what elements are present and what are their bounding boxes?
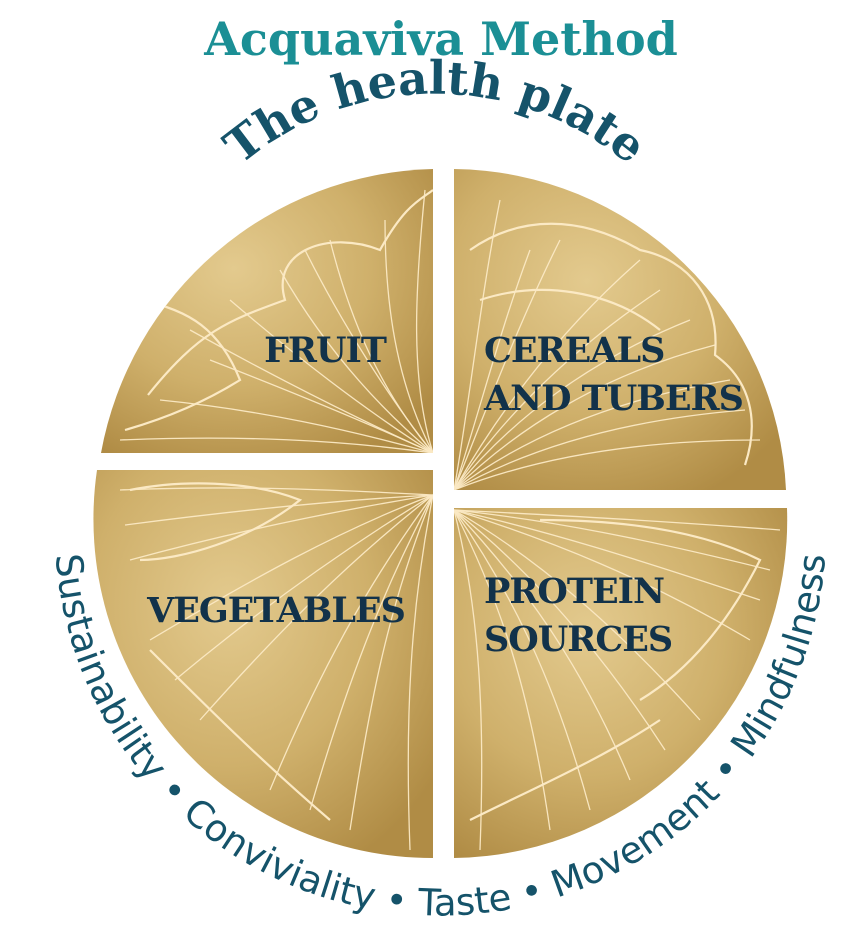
label-vegetables: VEGETABLES [146, 590, 405, 631]
label-and-tubers: AND TUBERS [483, 378, 743, 419]
quadrant-cereals-tubers: CEREALS AND TUBERS [454, 169, 786, 490]
quadrant-vegetables: VEGETABLES [93, 470, 433, 859]
quadrant-protein-sources: PROTEIN SOURCES [454, 508, 788, 858]
diagram-title: Acquaviva Method [203, 12, 678, 66]
label-protein: PROTEIN [484, 571, 664, 612]
vegetables-petal-pattern [119, 482, 433, 851]
label-sources: SOURCES [484, 619, 672, 660]
quadrant-fruit: FRUIT [101, 169, 433, 453]
cereals-petal-pattern [454, 199, 761, 490]
plate-subtitle-arc: The health plate [214, 50, 656, 173]
label-fruit: FRUIT [264, 330, 387, 371]
fruit-petal-pattern [119, 189, 433, 453]
protein-petal-pattern [454, 509, 781, 851]
plate-subtitle: The health plate [214, 50, 656, 173]
label-cereals: CEREALS [484, 330, 664, 371]
